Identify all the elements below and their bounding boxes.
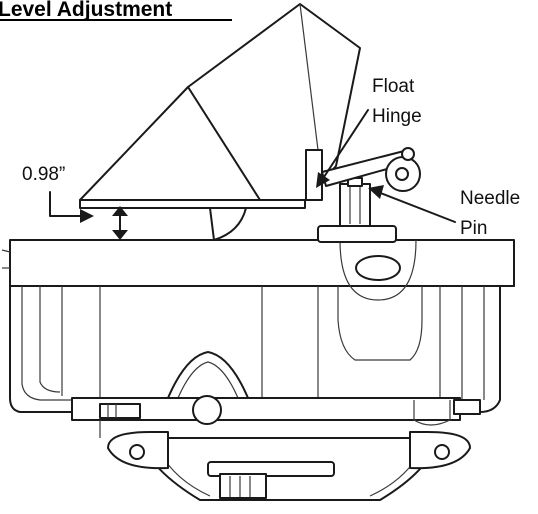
pointer-arrowhead [80,209,94,223]
float-bowl-body [1,239,515,438]
float-hinge-callout: Float Hinge [316,76,422,188]
needle-pin-label-line2: Pin [460,218,487,239]
carburetor-base [107,431,471,501]
diagram-title: Level Adjustment [0,0,172,21]
needle-pin-label-line1: Needle [460,188,520,209]
gap-arrow-down [112,230,128,240]
gap-arrow-up [112,206,128,216]
float-hinge-arrowhead [316,172,330,188]
needle-pin-callout: Needle Pin [368,185,520,239]
float-hinge-label-line1: Float [372,76,415,97]
measurement-indicator: 0.98” [22,164,128,240]
float [79,3,361,241]
measurement-label: 0.98” [22,164,65,185]
needle-pin-arrowhead [368,185,384,199]
center-screw-boss [192,395,222,425]
needle-valve-assembly [305,147,421,243]
float-hinge-label-line2: Hinge [372,106,422,127]
